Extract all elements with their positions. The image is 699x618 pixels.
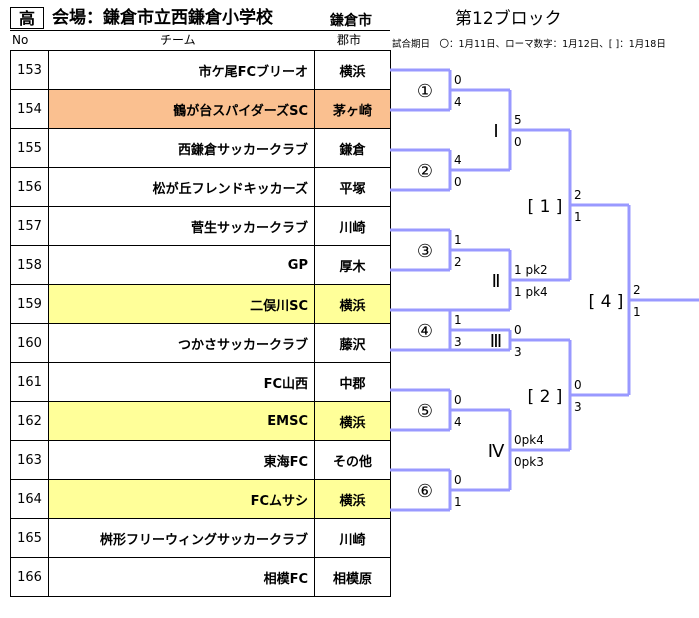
- score-top: 4: [454, 153, 462, 167]
- team-number: 157: [10, 206, 49, 246]
- team-name: GP: [48, 245, 315, 285]
- team-number: 162: [10, 401, 49, 441]
- match-label: Ⅲ: [490, 331, 502, 352]
- score-top: 0: [454, 393, 462, 407]
- team-number: 163: [10, 440, 49, 480]
- match-label: ②: [417, 161, 433, 182]
- score-top: 0: [514, 323, 522, 337]
- team-name: FCムサシ: [48, 479, 315, 519]
- team-number: 154: [10, 89, 49, 129]
- team-name: 相模FC: [48, 557, 315, 597]
- score-bottom: 3: [574, 400, 582, 414]
- column-header-town: 郡市: [337, 33, 362, 47]
- team-number: 165: [10, 518, 49, 558]
- team-name: 二俣川SC: [48, 284, 315, 324]
- score-bottom: 3: [454, 335, 462, 349]
- block-title: 第12ブロック: [455, 9, 562, 29]
- score-bottom: 0pk3: [514, 455, 544, 469]
- score-top: 1: [454, 233, 462, 247]
- header-underline: [10, 30, 390, 31]
- score-top: 2: [574, 188, 582, 202]
- score-top: 0: [454, 473, 462, 487]
- column-header-no: No: [12, 33, 29, 47]
- team-name: 菅生サッカークラブ: [48, 206, 315, 246]
- score-bottom: 4: [454, 415, 462, 429]
- score-bottom: 1: [574, 210, 582, 224]
- team-town: 横浜: [314, 401, 391, 441]
- team-number: 158: [10, 245, 49, 285]
- team-number: 164: [10, 479, 49, 519]
- match-label: ①: [417, 81, 433, 102]
- score-bottom: 1: [454, 495, 462, 509]
- score-top: 2: [633, 283, 641, 297]
- match-label: ③: [417, 241, 433, 262]
- team-town: 中郡: [314, 362, 391, 402]
- team-town: 相模原: [314, 557, 391, 597]
- score-top: 0: [574, 378, 582, 392]
- match-label: ⑤: [417, 401, 433, 422]
- team-name: 東海FC: [48, 440, 315, 480]
- team-town: 横浜: [314, 479, 391, 519]
- match-label: Ⅳ: [488, 441, 505, 462]
- score-top: 5: [514, 113, 522, 127]
- team-number: 161: [10, 362, 49, 402]
- team-name: 鶴が台スパイダーズSC: [48, 89, 315, 129]
- match-date-note: 試合期日 〇：1月11日、ローマ数字：1月12日、[ ]：1月18日: [392, 39, 666, 50]
- score-bottom: 1 pk4: [514, 285, 548, 299]
- team-name: 市ケ尾FCブリーオ: [48, 50, 315, 90]
- score-top: 1 pk2: [514, 263, 548, 277]
- column-header-team: チーム: [160, 33, 196, 47]
- score-bottom: 4: [454, 95, 462, 109]
- team-name: 西鎌倉サッカークラブ: [48, 128, 315, 168]
- score-top: 0pk4: [514, 433, 544, 447]
- venue-title: 会場：鎌倉市立西鎌倉小学校: [52, 8, 273, 28]
- venue-city: 鎌倉市: [330, 13, 372, 29]
- score-bottom: 0: [454, 175, 462, 189]
- score-top: 0: [454, 73, 462, 87]
- team-number: 159: [10, 284, 49, 324]
- team-town: 平塚: [314, 167, 391, 207]
- match-label: ④: [417, 321, 433, 342]
- match-label: Ⅱ: [492, 271, 501, 292]
- match-label: [ 2 ]: [528, 387, 563, 407]
- match-label: ⑥: [417, 481, 433, 502]
- team-town: 鎌倉: [314, 128, 391, 168]
- category-badge: 高: [10, 7, 44, 29]
- match-label: [ 1 ]: [528, 197, 563, 217]
- score-bottom: 2: [454, 255, 462, 269]
- match-label: Ⅰ: [493, 121, 498, 142]
- score-bottom: 0: [514, 135, 522, 149]
- team-town: 川崎: [314, 518, 391, 558]
- score-bottom: 3: [514, 345, 522, 359]
- team-number: 153: [10, 50, 49, 90]
- team-name: 松が丘フレンドキッカーズ: [48, 167, 315, 207]
- team-town: 横浜: [314, 284, 391, 324]
- match-label: [ 4 ]: [589, 292, 624, 312]
- score-bottom: 1: [633, 305, 641, 319]
- score-top: 1: [454, 313, 462, 327]
